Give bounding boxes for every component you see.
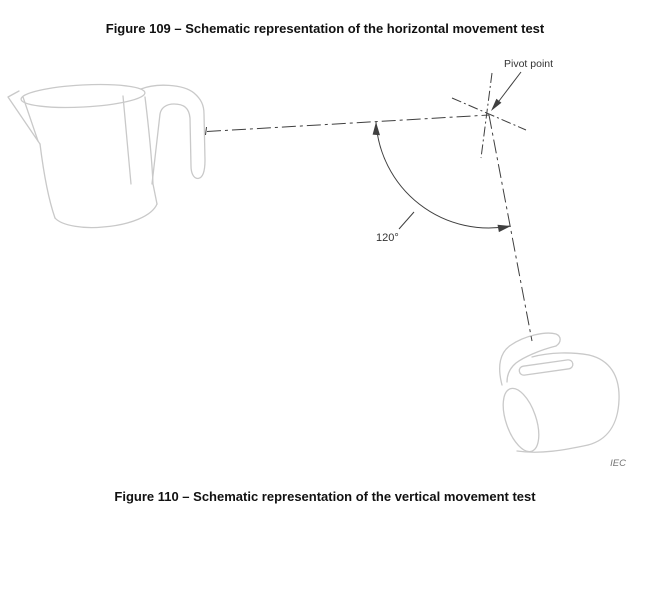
kettle-handle — [140, 84, 206, 185]
tipped-kettle-handle-slot — [518, 359, 574, 376]
figure-109-caption: Figure 109 – Schematic representation of… — [105, 21, 545, 36]
tipped-kettle-handle-outer — [499, 332, 561, 386]
kettle-front-seam — [122, 95, 132, 185]
pivot-leader-arrowhead — [491, 98, 502, 111]
pivot-leader-group — [491, 71, 522, 111]
pivot-point-label: Pivot point — [504, 58, 553, 70]
lower-centerline — [488, 114, 533, 342]
arc-arrowhead-top — [372, 122, 380, 136]
centerline-start-tick — [205, 126, 207, 136]
kettle-body-bottom — [54, 203, 158, 229]
kettle-body-right-edge — [144, 96, 158, 205]
tipped-kettle-drawing — [499, 332, 620, 453]
angle-arc — [375, 121, 511, 229]
pivot-centerlines — [205, 72, 533, 342]
tipped-kettle-base — [502, 387, 540, 453]
kettle-body-left-edge — [39, 143, 56, 219]
tipped-kettle-handle-inner — [506, 345, 557, 383]
kettle-spout-inner-edge — [22, 96, 39, 142]
horizontal-centerline — [206, 114, 490, 132]
kettle-rim — [20, 83, 146, 109]
pivot-cross-line-vertical — [480, 72, 493, 159]
pivot-cross-line-diagonal — [451, 97, 527, 131]
tipped-kettle-top-edge — [531, 352, 590, 358]
angle-label-leader-line — [398, 211, 415, 230]
tipped-kettle-far-rim — [587, 354, 620, 446]
tipped-kettle-bottom-edge — [516, 444, 589, 453]
horizontal-movement-test-diagram: Pivot point 120° IEC — [7, 58, 626, 469]
iec-credit: IEC — [610, 458, 626, 469]
upright-kettle-drawing — [7, 83, 206, 229]
angle-label: 120° — [376, 232, 399, 244]
kettle-spout — [7, 90, 41, 145]
arc-arrowhead-right — [497, 224, 511, 233]
angle-arc-group — [372, 121, 511, 233]
pivot-leader-line — [498, 71, 522, 102]
figure-110-caption: Figure 110 – Schematic representation of… — [114, 489, 536, 504]
